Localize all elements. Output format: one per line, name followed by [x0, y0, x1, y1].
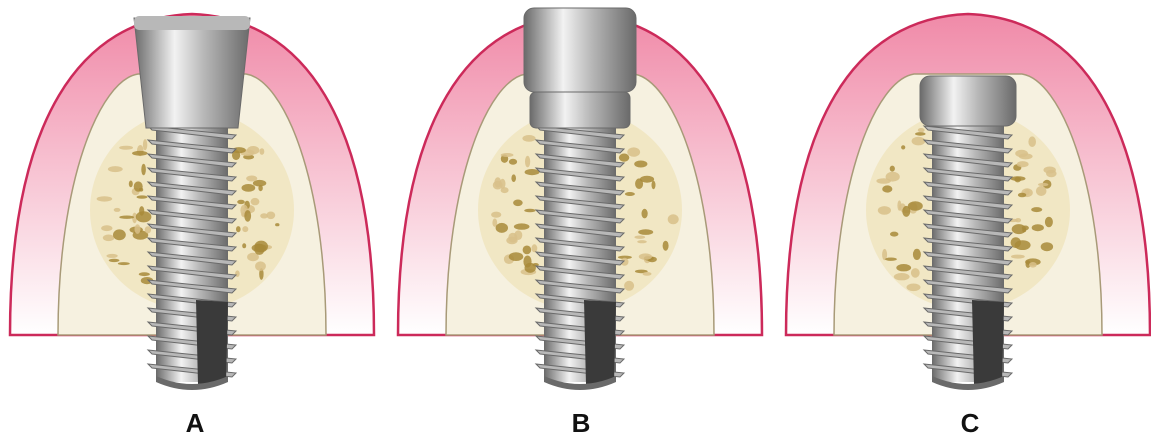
panel-b: B [388, 0, 772, 445]
panel-c: C [776, 0, 1151, 445]
panel-label-a: A [165, 408, 225, 439]
panel-a: A [0, 0, 384, 445]
abutment [524, 8, 636, 128]
abutment [134, 16, 250, 128]
panel-label-c: C [940, 408, 1000, 439]
implant-diagram-b [388, 0, 772, 400]
cutting-groove [972, 300, 1004, 384]
implant-body [924, 120, 1012, 390]
implant-body [148, 120, 236, 390]
abutment [920, 76, 1016, 126]
implant-diagram-a [0, 0, 384, 400]
implant-body [536, 120, 624, 390]
panel-label-b: B [551, 408, 611, 439]
implant-diagram-c [776, 0, 1151, 400]
cutting-groove [584, 300, 616, 384]
cutting-groove [196, 300, 228, 384]
